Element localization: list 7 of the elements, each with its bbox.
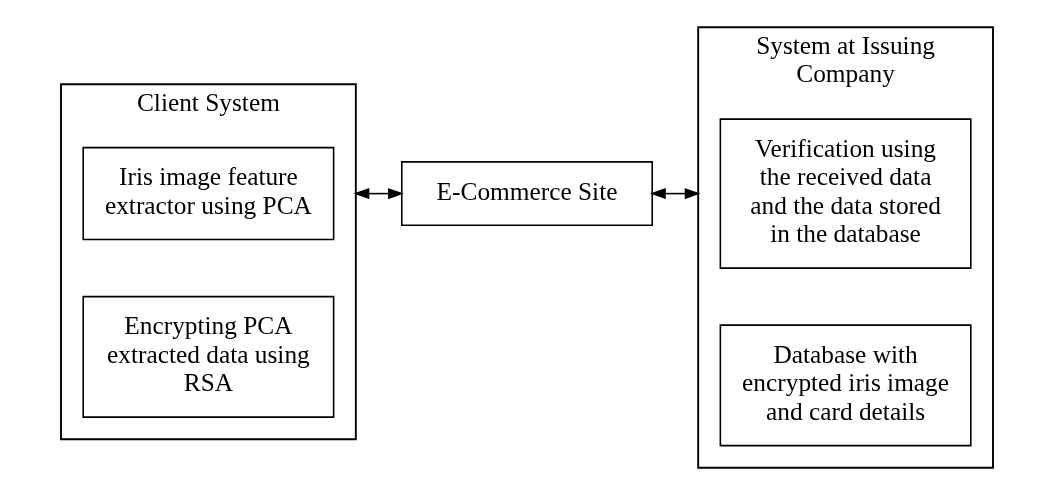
node-box: Iris image feature extractor using PCA xyxy=(82,146,335,241)
arrow xyxy=(649,188,701,200)
node-box: Database with encrypted iris image and card details xyxy=(719,324,972,447)
node-box: Encrypting PCA extracted data using RSA xyxy=(82,295,335,418)
node-box: E-Commerce Site xyxy=(401,161,653,227)
arrow xyxy=(353,188,404,200)
node-box: Verification using the received data and the data stored in the database xyxy=(719,118,972,269)
